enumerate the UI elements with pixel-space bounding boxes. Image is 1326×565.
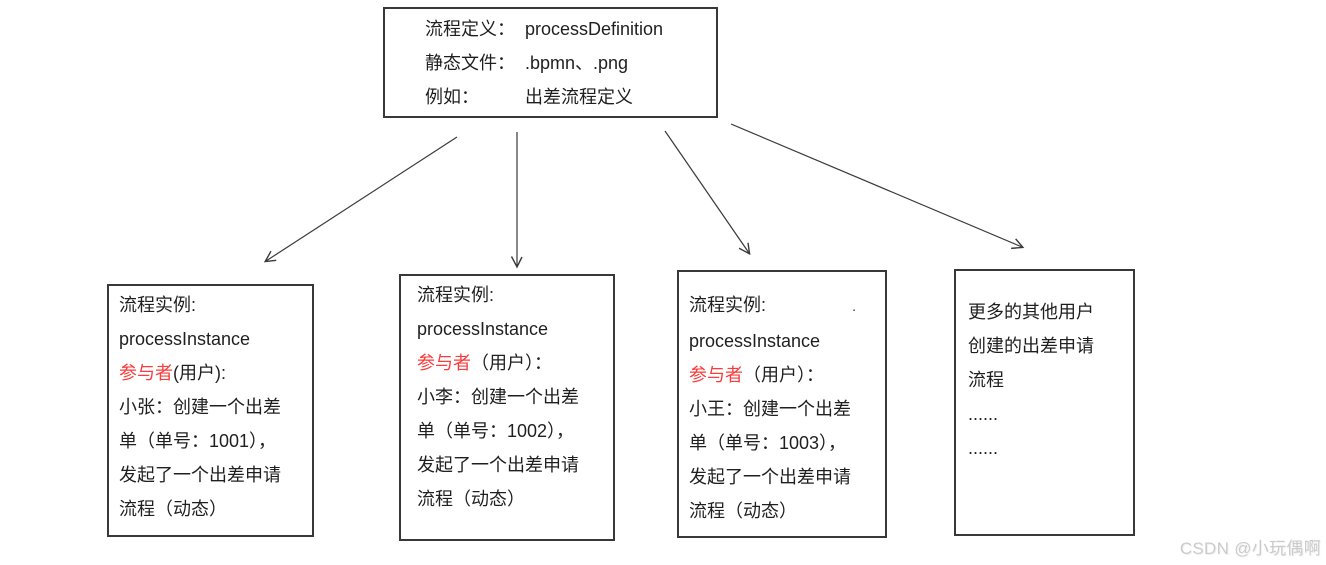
instance-detail-line: 流程（动态） [119, 499, 227, 519]
participant-line: 参与者（用户）： [689, 358, 879, 392]
instance-title: 流程实例: [119, 295, 197, 315]
instance-detail-line: 单（单号：1003）， [689, 433, 847, 453]
arrow-to-instance-1 [263, 136, 458, 263]
instance-title: 流程实例: [417, 285, 495, 305]
instance-class-name: processInstance [417, 319, 549, 339]
instance-detail-line: 流程（动态） [417, 489, 525, 509]
participant-rest: (用户): [173, 363, 226, 383]
instance-detail-line: 小李：创建一个出差 [417, 387, 579, 407]
watermark: CSDN @小玩偶啊 [1179, 539, 1321, 558]
participant-rest: （用户）： [743, 365, 824, 385]
instance-detail-line: 发起了一个出差申请 [689, 467, 851, 487]
instance-title: 流程实例:. [689, 288, 879, 324]
instance-class-name: processInstance [689, 331, 821, 351]
more-box-line: ...... [968, 438, 999, 458]
participant-label: 参与者 [119, 363, 173, 383]
process-instance-box-1: 流程实例: processInstance 参与者(用户): 小张：创建一个出差… [107, 284, 314, 537]
more-box-line: 更多的其他用户 [968, 302, 1094, 322]
process-instance-box-2: 流程实例: processInstance 参与者（用户）： 小李：创建一个出差… [399, 274, 615, 541]
instance-detail-line: 小王：创建一个出差 [689, 399, 851, 419]
participant-rest: （用户）： [471, 353, 552, 373]
definition-value: .bpmn、.png [525, 53, 629, 73]
definition-line: 流程定义： processDefinition [425, 12, 716, 46]
participant-label: 参与者 [689, 365, 743, 385]
more-users-box: 更多的其他用户 创建的出差申请 流程 ...... ...... [954, 269, 1135, 536]
process-definition-box: 流程定义： processDefinition 静态文件： .bpmn、.png 例… [383, 7, 718, 118]
definition-label: 流程定义： [425, 19, 515, 39]
instance-detail-line: 小张：创建一个出差 [119, 397, 281, 417]
instance-detail-line: 发起了一个出差申请 [119, 465, 281, 485]
definition-value: 出差流程定义 [525, 87, 633, 107]
participant-label: 参与者 [417, 353, 471, 373]
more-box-line: 流程 [968, 370, 1004, 390]
instance-detail-line: 单（单号：1002）， [417, 421, 575, 441]
definition-label: 静态文件： [425, 53, 515, 73]
definition-line: 静态文件： .bpmn、.png [425, 46, 716, 80]
definition-value: processDefinition [525, 19, 664, 39]
definition-line: 例如： 出差流程定义 [425, 80, 716, 114]
process-instance-box-3: 流程实例:. processInstance 参与者（用户）： 小王：创建一个出… [677, 270, 887, 538]
instance-detail-line: 单（单号：1001）， [119, 431, 277, 451]
more-box-line: 创建的出差申请 [968, 336, 1094, 356]
participant-line: 参与者（用户）： [417, 346, 607, 380]
more-box-line: ...... [968, 404, 999, 424]
arrow-to-more-box [730, 123, 1025, 250]
participant-line: 参与者(用户): [119, 356, 306, 390]
instance-detail-line: 流程（动态） [689, 501, 797, 521]
instance-detail-line: 发起了一个出差申请 [417, 455, 579, 475]
instance-class-name: processInstance [119, 329, 251, 349]
stray-dot: . [852, 298, 857, 315]
arrow-to-instance-3 [664, 130, 751, 256]
definition-label: 例如： [425, 87, 479, 107]
